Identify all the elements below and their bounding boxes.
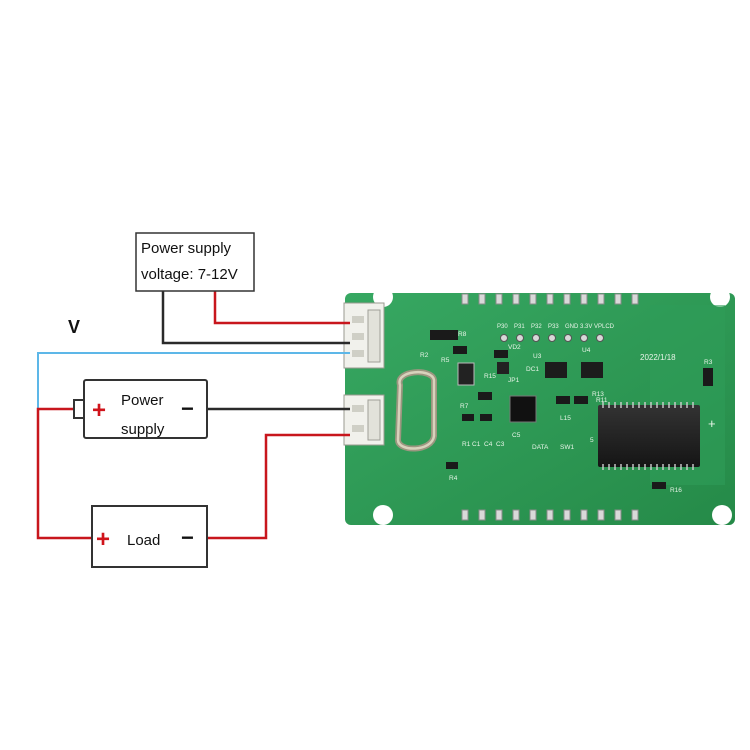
ref-vd2: VD2 [508,344,521,351]
top-pin-row [461,293,639,305]
header-label-p33: P33 [548,324,559,330]
header-label-p32: P32 [531,324,542,330]
lcd-driver-chip [598,402,700,470]
note-line2: voltage: 7-12V [141,266,238,283]
wire-load-negative [207,433,350,540]
ref-c4: C4 [484,441,493,448]
ref-u3: U3 [533,353,542,360]
mounting-hole [373,287,393,307]
ref-r8: R8 [458,331,467,338]
wires [36,290,350,540]
ref-l15: L15 [560,415,571,422]
shunt-highlight [396,370,436,450]
power-supply-battery: + Power supply − [73,379,208,439]
header-label-p30: P30 [497,324,508,330]
battery-label-line1: Power [121,392,164,409]
header-labels: P30 P31 P32 P33 GND 3.3V VPLCD [497,324,615,330]
ref-c3: C3 [496,441,505,448]
header-label-gnd: GND [565,324,579,330]
wire-supply-positive [213,290,350,325]
power-input-connector [343,302,385,369]
mounting-hole [373,505,393,525]
silkscreen-refs: R8 R5 R2 R15 R7 R1 C1 C4 C3 C5 R4 R3 R16… [420,331,716,494]
ref-q5: 5 [590,437,594,444]
ref-r16: R16 [670,487,682,494]
header-label-p31: P31 [514,324,525,330]
load-label: Load [127,532,160,549]
smd-components [430,330,713,489]
wire-voltage-sense [37,352,350,408]
ref-u4: U4 [582,347,591,354]
ref-r15: R15 [484,373,496,380]
load-box: + Load − [91,505,208,568]
ref-r5: R5 [441,357,450,364]
ref-r1: R1 [462,441,471,448]
load-body [91,505,208,568]
ref-r2: R2 [420,352,429,359]
ref-r11: R11 [596,397,608,404]
ref-data: DATA [532,444,549,451]
wire-load-positive [36,407,92,540]
battery-terminal [73,399,85,419]
note-box [135,232,255,292]
mounting-hole [712,505,732,525]
ref-r4: R4 [449,475,458,482]
note-line1: Power supply [141,240,232,257]
header-label-vplcd: VPLCD [594,324,615,330]
mounting-hole [710,287,730,307]
board-plus-mark: + [708,416,716,431]
voltage-label: V [68,317,80,337]
ref-sw1: SW1 [560,444,574,451]
ref-r13: R13 [592,391,604,398]
ref-r3: R3 [704,359,713,366]
ref-jp1: JP1 [508,377,520,384]
header-pads [500,334,604,342]
board-date: 2022/1/18 [640,353,676,362]
load-plus-sign: + [96,526,110,553]
ref-r7: R7 [460,403,469,410]
ref-c5: C5 [512,432,521,439]
battery-label-line2: supply [121,421,165,438]
bottom-pin-row [461,509,639,521]
header-label-3v3: 3.3V [580,324,592,330]
battery-minus-sign: − [181,396,194,421]
ref-c1: C1 [472,441,481,448]
load-minus-sign: − [181,525,194,550]
wire-supply-ground [161,290,350,345]
pcb-board: P30 P31 P32 P33 GND 3.3V VPLCD 2022/1/18 [343,287,735,525]
ref-dc1: DC1 [526,366,539,373]
sense-connector [343,394,385,446]
supply-voltage-note: Power supply voltage: 7-12V [135,232,255,292]
battery-plus-sign: + [92,397,106,424]
